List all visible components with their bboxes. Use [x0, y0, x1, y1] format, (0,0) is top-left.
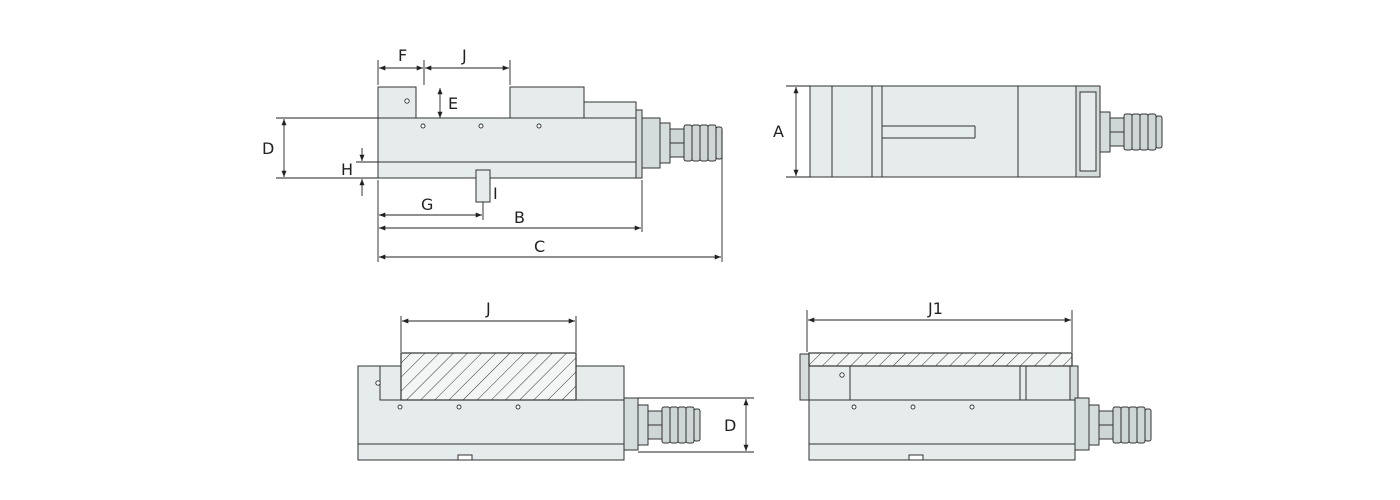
label-C: C: [534, 237, 545, 256]
workpiece: [400, 352, 577, 401]
workpiece-long: [808, 352, 1073, 367]
side-view-dimensions: F J E D H I G B C: [262, 46, 723, 262]
label-D: D: [262, 139, 274, 158]
extended-jaw-view-dimensions: J1: [806, 299, 1073, 352]
label-F: F: [398, 46, 407, 65]
label-I: I: [493, 184, 498, 203]
label-J: J: [461, 46, 467, 65]
label-E: E: [448, 94, 458, 113]
extended-jaw-view: [799, 352, 1152, 461]
label-D-bottom: D: [724, 416, 736, 435]
label-H: H: [341, 160, 353, 179]
top-view: [809, 85, 1163, 178]
vise-base: [377, 117, 643, 179]
vise-top: [809, 85, 1101, 178]
label-J1: J1: [927, 299, 943, 318]
jaw-view-dimensions: J D: [400, 299, 754, 453]
moving-jaw: [509, 86, 585, 119]
key-slot: [475, 169, 491, 203]
top-view-dimensions: A: [773, 85, 810, 178]
fixed-jaw: [377, 86, 417, 119]
jaw-view: [357, 352, 701, 461]
label-G: G: [421, 195, 433, 214]
label-J-bottom: J: [485, 299, 491, 318]
label-A: A: [773, 122, 784, 141]
label-B: B: [514, 208, 525, 227]
side-view: [377, 86, 723, 203]
